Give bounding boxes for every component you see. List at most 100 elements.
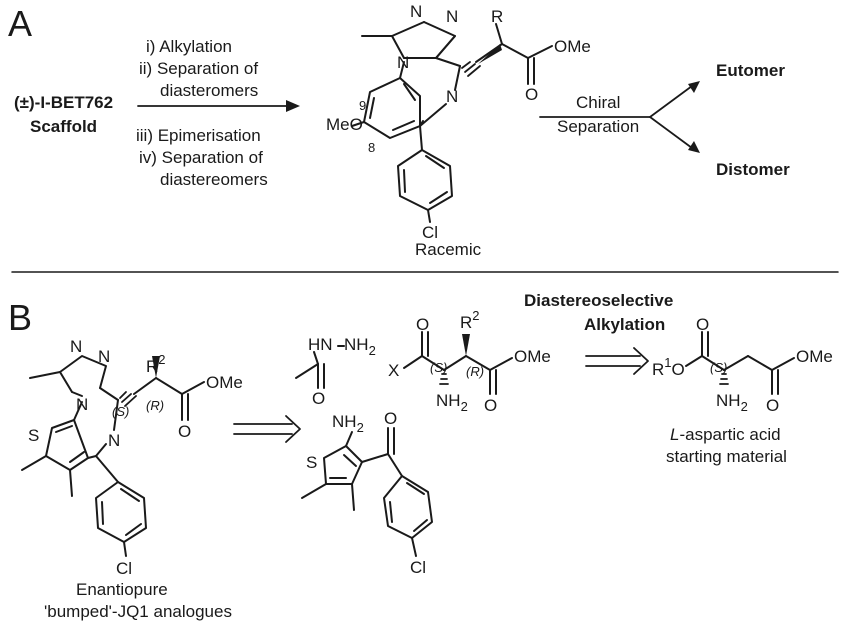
chemical-bond [454, 65, 461, 91]
chemical-bond [59, 355, 107, 389]
chemical-bond [392, 120, 415, 131]
chemical-bond [155, 377, 183, 395]
chemical-bond [285, 415, 301, 443]
chemical-bond [427, 209, 431, 223]
hydrazide-nh2: NH2 [344, 335, 376, 358]
chemical-bond [419, 103, 447, 127]
distomer-arrow [649, 116, 693, 149]
starting-material-label: starting material [666, 447, 787, 466]
chemical-bond [55, 425, 73, 433]
chemical-bond [527, 45, 553, 59]
structure-label: 2 [158, 352, 165, 367]
chemical-bond [403, 83, 416, 101]
position-9-label: 9 [359, 98, 366, 113]
chemical-bond [389, 501, 393, 523]
structure-label: NH [436, 391, 461, 410]
ester-ome: OMe [514, 347, 551, 366]
chemical-bond [723, 355, 749, 371]
r1-ester: R1O [652, 355, 685, 379]
chemical-bond [435, 35, 456, 59]
chemical-bond [124, 395, 137, 407]
atom-n: N [446, 7, 458, 26]
position-8-label: 8 [368, 140, 375, 155]
structure-label: 2 [369, 343, 376, 358]
chemical-bond [113, 399, 119, 431]
eutomer-label: Eutomer [716, 61, 785, 80]
chemical-bond [403, 355, 423, 369]
x-group: X [388, 361, 399, 380]
structure-label: R [146, 357, 158, 376]
structure-label: 2 [461, 399, 468, 414]
chemical-bond [397, 149, 453, 211]
chemical-bond [467, 65, 481, 77]
step-3: iii) Epimerisation [136, 126, 261, 145]
atom-o: O [696, 315, 709, 334]
methoxy-group: MeO [326, 115, 363, 134]
ester-ome: OMe [206, 373, 243, 392]
ester-ome: OMe [796, 347, 833, 366]
chemical-bond [495, 23, 503, 45]
chemical-bond [501, 43, 529, 59]
chemical-bond [152, 356, 160, 378]
chemical-bond [125, 523, 142, 536]
structure-label: 2 [472, 308, 479, 323]
chemical-bond [403, 169, 406, 193]
atom-n: N [70, 337, 82, 356]
chemical-bond [387, 453, 403, 477]
structure-label: NH [344, 335, 369, 354]
chemical-bond [99, 387, 119, 401]
chemical-bond [701, 355, 725, 371]
benzodiazepine-structure: N N N N R OMe O MeO 9 8 Cl [326, 2, 591, 242]
chemical-bond [399, 61, 405, 79]
chemical-bond [464, 63, 476, 73]
chemical-bond [391, 35, 405, 59]
atom-o: O [766, 396, 779, 415]
eutomer-arrow [649, 85, 693, 118]
chemical-bond [120, 488, 140, 502]
chemical-bond [413, 519, 428, 532]
chemical-bond [21, 455, 47, 471]
atom-n: N [98, 347, 110, 366]
chemical-bond [345, 431, 353, 447]
chloro-group: Cl [422, 223, 438, 242]
atom-o: O [525, 85, 538, 104]
atom-n: N [108, 431, 120, 450]
chemical-bond [95, 455, 119, 483]
step-4: iv) Separation of [139, 148, 263, 167]
substituent-r2: R2 [146, 352, 166, 376]
chemical-bond [313, 351, 319, 365]
distomer-label: Distomer [716, 160, 790, 179]
substituent-r: R [491, 7, 503, 26]
stereo-r-label: (R) [466, 364, 484, 379]
chemical-bond [133, 377, 157, 395]
acetylhydrazide-structure: HN NH2 O [295, 335, 376, 408]
structure-label: 2 [357, 420, 364, 435]
chemical-bond [29, 371, 61, 379]
chemical-bond [465, 355, 491, 371]
chloro-group: Cl [410, 558, 426, 577]
chemical-bond [771, 357, 795, 371]
chemical-bond [685, 355, 703, 367]
separation-label: Separation [557, 117, 639, 136]
chemical-bond [45, 419, 89, 471]
chemical-bond [181, 381, 205, 395]
chemical-bond [101, 501, 104, 525]
aspartic-acid-structure: R1O O NH2 OMe O (S) [652, 315, 833, 415]
retrosynthesis-arrow-1 [233, 415, 301, 443]
chemical-bond [425, 155, 445, 169]
racemic-label: Racemic [415, 240, 482, 259]
structure-label: NH [716, 391, 741, 410]
atom-o: O [178, 422, 191, 441]
atom-s: S [28, 426, 39, 445]
chemical-bond [747, 355, 773, 371]
thienodiazepine-structure: N N N N S R2 OMe O (S) (R) Cl [21, 337, 243, 578]
chemical-bond [323, 445, 363, 485]
chemical-bond [301, 483, 327, 499]
step-2: ii) Separation of [139, 59, 258, 78]
chemical-bond [351, 121, 365, 127]
chemical-bond [69, 451, 85, 463]
chemical-bond [633, 347, 649, 375]
atom-n: N [76, 395, 88, 414]
structure-label: NH [332, 412, 357, 431]
